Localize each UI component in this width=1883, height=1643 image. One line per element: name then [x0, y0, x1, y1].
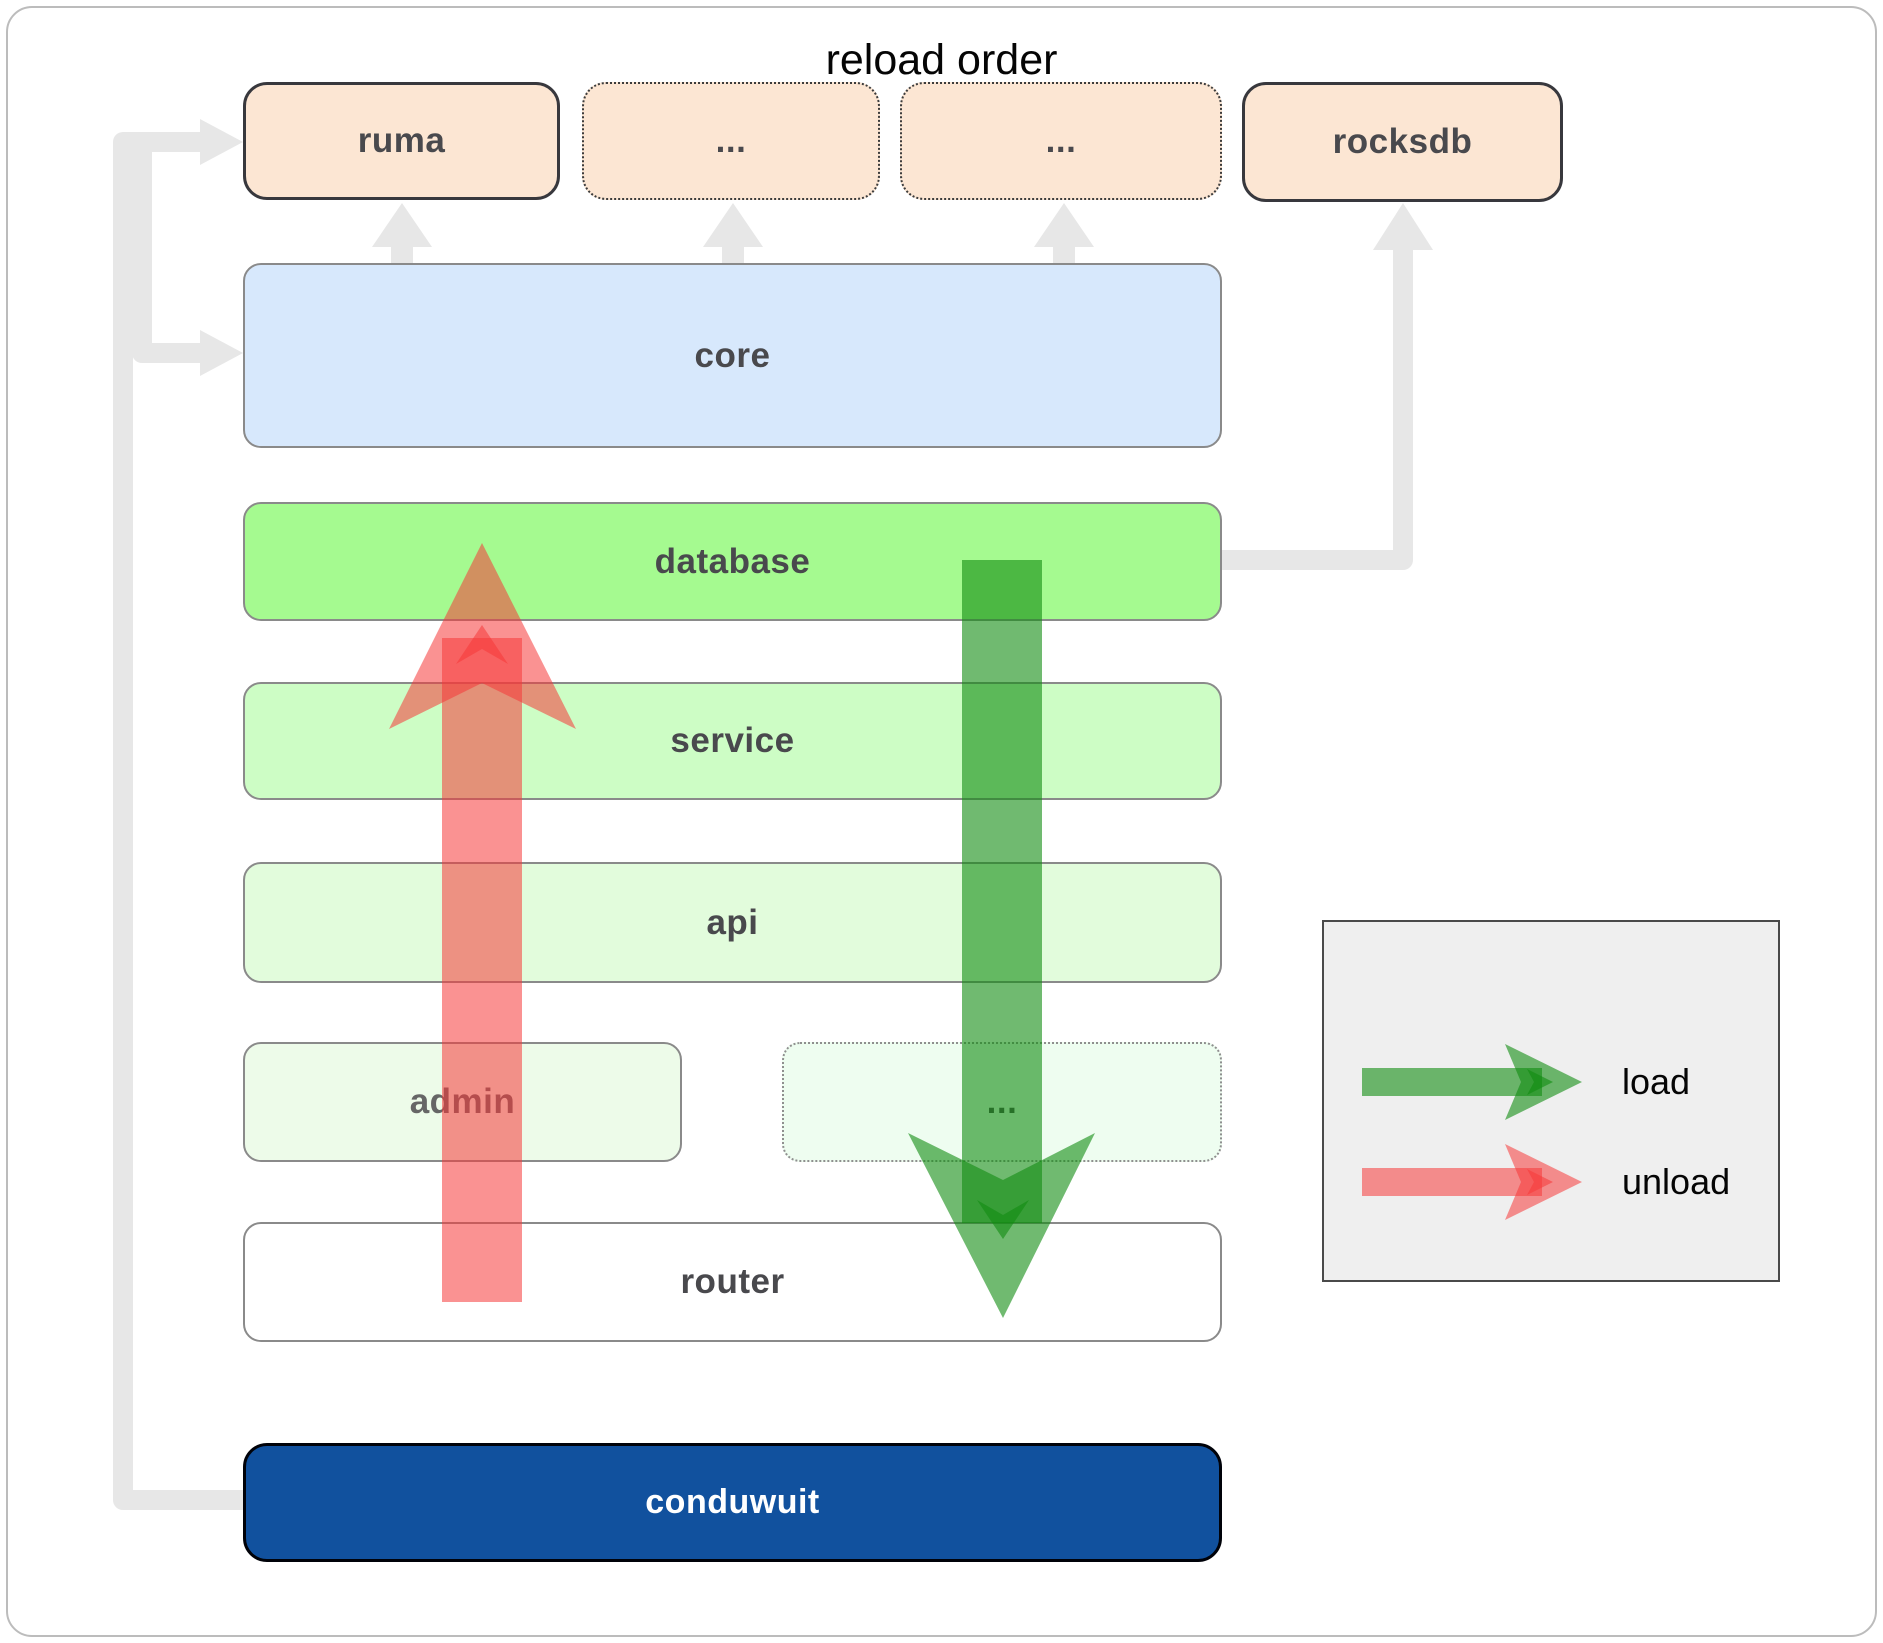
box-ruma-label: ruma	[357, 121, 446, 160]
box-top-ellipsis-2: ...	[900, 82, 1222, 200]
box-core: core	[243, 263, 1222, 448]
box-service-label: service	[670, 721, 795, 760]
arrow-core-to-ruma-icon	[372, 203, 432, 266]
legend-unload-label: unload	[1622, 1161, 1731, 1202]
box-service: service	[243, 682, 1222, 800]
arrow-core-to-dots2-icon	[1034, 203, 1094, 266]
connector-conduwuit-to-core	[132, 150, 200, 363]
legend-reload-order	[1322, 920, 1780, 1282]
box-top-ellipsis-2-label: ...	[1045, 121, 1077, 160]
box-router-label: router	[680, 1262, 785, 1301]
box-conduwuit-label: conduwuit	[645, 1483, 820, 1521]
box-admin: admin	[243, 1042, 682, 1162]
box-core-label: core	[694, 335, 771, 375]
connector-database-to-rocksdb	[1222, 249, 1413, 570]
box-database-label: database	[654, 541, 811, 581]
box-rocksdb-label: rocksdb	[1332, 122, 1473, 161]
box-conduwuit: conduwuit	[243, 1443, 1222, 1562]
box-router: router	[243, 1222, 1222, 1342]
arrowhead-to-core-icon	[200, 330, 243, 376]
arrowhead-to-ruma-icon	[200, 119, 243, 165]
connector-conduwuit-to-ruma	[113, 132, 243, 1510]
arrowhead-to-rocksdb-icon	[1373, 203, 1433, 250]
box-top-ellipsis-1: ...	[582, 82, 880, 200]
box-api-label: api	[706, 902, 759, 942]
box-database: database	[243, 502, 1222, 621]
box-admin-label: admin	[409, 1082, 516, 1121]
box-api: api	[243, 862, 1222, 983]
arrow-core-to-dots1-icon	[703, 203, 763, 266]
box-admin-ellipsis: ...	[782, 1042, 1222, 1162]
box-ruma: ruma	[243, 82, 560, 200]
box-rocksdb: rocksdb	[1242, 82, 1563, 202]
box-top-ellipsis-1-label: ...	[715, 121, 747, 160]
legend-load-label: load	[1622, 1061, 1691, 1102]
legend-title: reload order	[825, 36, 1058, 84]
box-admin-ellipsis-label: ...	[986, 1082, 1018, 1121]
